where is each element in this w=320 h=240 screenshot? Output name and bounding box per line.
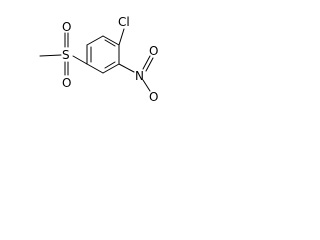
- ring-bond: [86, 63, 104, 74]
- bond-nitro-oxygen-top: [145, 57, 154, 72]
- ring-double-bond: [104, 39, 116, 47]
- sulfonyl-oxygen-bottom-label: O: [62, 76, 71, 90]
- nitro-nitrogen-label: N: [135, 69, 144, 83]
- ring-bond: [102, 35, 120, 46]
- nitro-oxygen-bottom-label: O: [149, 90, 158, 102]
- bond-ring-sulfur: [72, 55, 88, 65]
- structure-canvas: Cl N O O S O O: [0, 0, 188, 102]
- sulfonyl-oxygen-top-label: O: [62, 20, 71, 34]
- bond-nitro-oxygen-bottom: [142, 79, 151, 92]
- ring-bond: [102, 63, 120, 74]
- ring-double-bond: [104, 61, 116, 69]
- molecule-drawing: Cl N O O S O O: [39, 15, 158, 102]
- ring-bond: [86, 35, 104, 46]
- bond-nitro-oxygen-top: [142, 55, 151, 70]
- sulfur-label: S: [62, 48, 70, 62]
- bond-ring-chlorine: [118, 28, 125, 46]
- bond-ring-nitro: [118, 63, 135, 73]
- chlorine-label: Cl: [118, 15, 130, 29]
- bond-sulfur-methyl: [39, 54, 62, 57]
- nitro-oxygen-top-label: O: [149, 44, 158, 58]
